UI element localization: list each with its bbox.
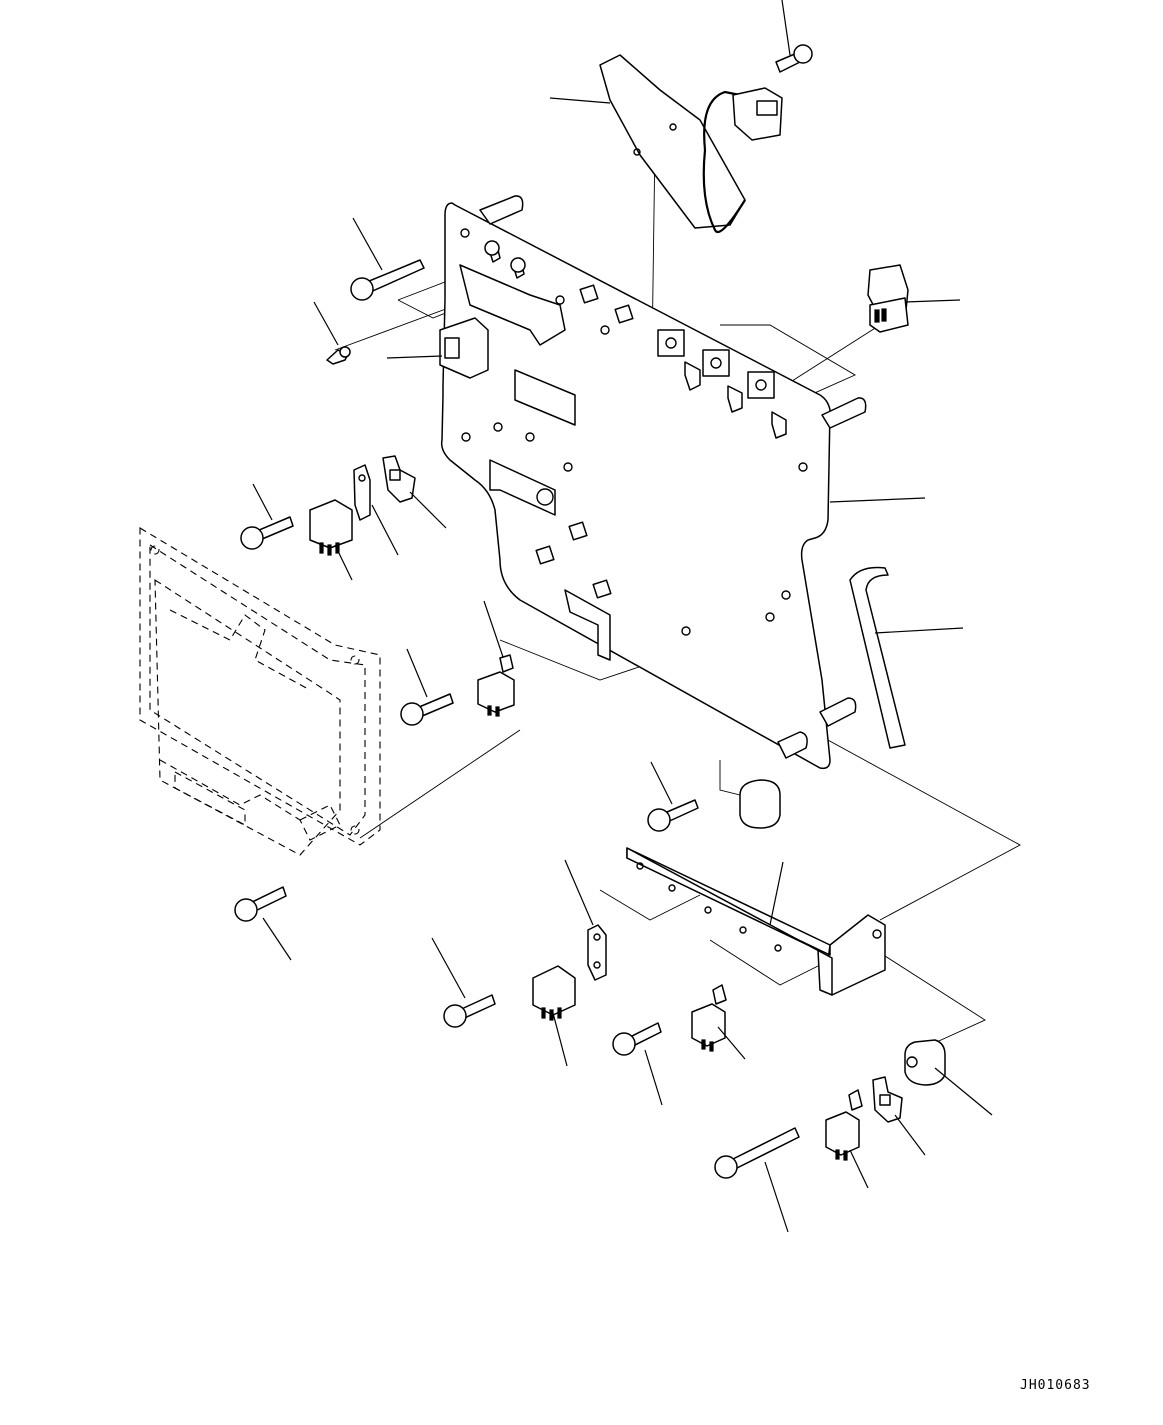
relay-lower-small xyxy=(691,984,727,1052)
bolt-left-upper xyxy=(240,516,294,550)
drawing-code: JH010683 xyxy=(1020,1378,1091,1393)
main-mounting-plate xyxy=(440,195,867,770)
bolt-center xyxy=(647,799,699,832)
lower-bracket xyxy=(626,847,886,996)
bolt-upper-left xyxy=(350,259,425,301)
relay-lower-large xyxy=(532,965,576,1021)
pin-small xyxy=(326,346,351,365)
relay-block-right xyxy=(867,264,909,333)
rubber-mount xyxy=(739,779,781,829)
harness-connector-assembly xyxy=(599,54,783,233)
relay-lower-right xyxy=(825,1089,863,1161)
bolt-top xyxy=(775,44,813,73)
relay-socket-lower xyxy=(872,1076,903,1123)
connector-relay-left xyxy=(439,317,489,379)
support-rod xyxy=(849,566,906,749)
bolt-lower-left xyxy=(443,994,496,1028)
leader-lines xyxy=(252,0,993,1233)
relay-middle xyxy=(477,654,515,717)
bolt-lower-center xyxy=(612,1022,662,1056)
ecu-controller-phantom xyxy=(139,527,381,856)
bolt-left-lower xyxy=(234,886,287,922)
bolt-long-lower xyxy=(714,1127,800,1179)
relay-bracket-lower xyxy=(587,924,607,981)
relay-left-upper xyxy=(309,499,353,556)
spacer-cylinder xyxy=(904,1039,946,1086)
relay-bracket-left-upper xyxy=(353,464,371,521)
relay-socket-left-upper xyxy=(382,455,416,503)
bolt-left-middle xyxy=(400,693,454,726)
